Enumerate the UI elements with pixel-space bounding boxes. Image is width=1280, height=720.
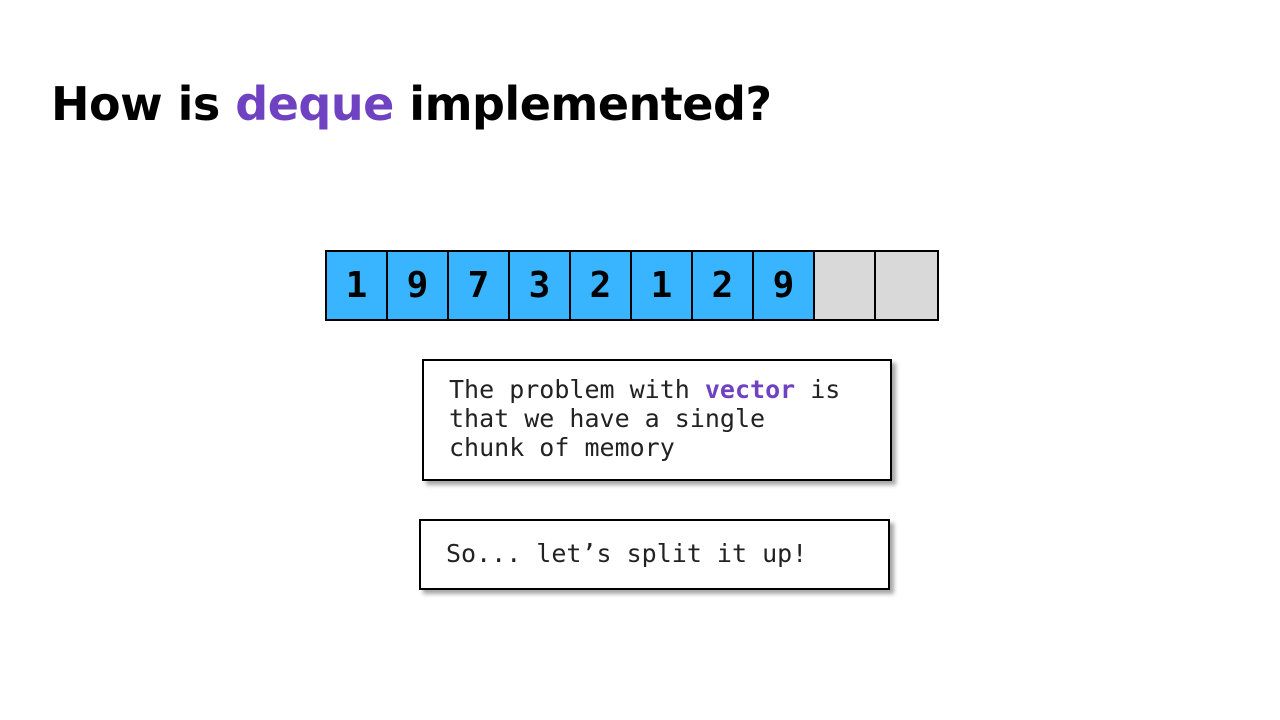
title-prefix: How is [51,77,236,131]
problem-line-1: The problem with vector is [449,375,870,404]
split-note-text: So... let’s split it up! [446,539,808,568]
array-cell: 7 [449,252,510,319]
split-note: So... let’s split it up! [419,519,890,590]
problem-line-2: that we have a single [449,404,766,433]
vector-keyword: vector [704,375,796,404]
array-cell-empty [815,252,876,319]
array-cell: 2 [571,252,632,319]
array-cell: 2 [693,252,754,319]
problem-line-1-suffix: is [795,375,841,404]
problem-line-3: chunk of memory [449,433,675,462]
title-suffix: implemented? [393,77,772,131]
array-cell: 9 [754,252,815,319]
array-cell: 9 [388,252,449,319]
problem-note: The problem with vector is that we have … [422,359,892,481]
title-highlight: deque [235,77,394,131]
page-title: How is deque implemented? [51,76,772,132]
array-cell: 1 [327,252,388,319]
problem-line-1-prefix: The problem with [449,375,705,404]
array-cell: 3 [510,252,571,319]
array-cell: 1 [632,252,693,319]
memory-array: 1 9 7 3 2 1 2 9 [325,250,939,321]
array-cell-empty [876,252,937,319]
